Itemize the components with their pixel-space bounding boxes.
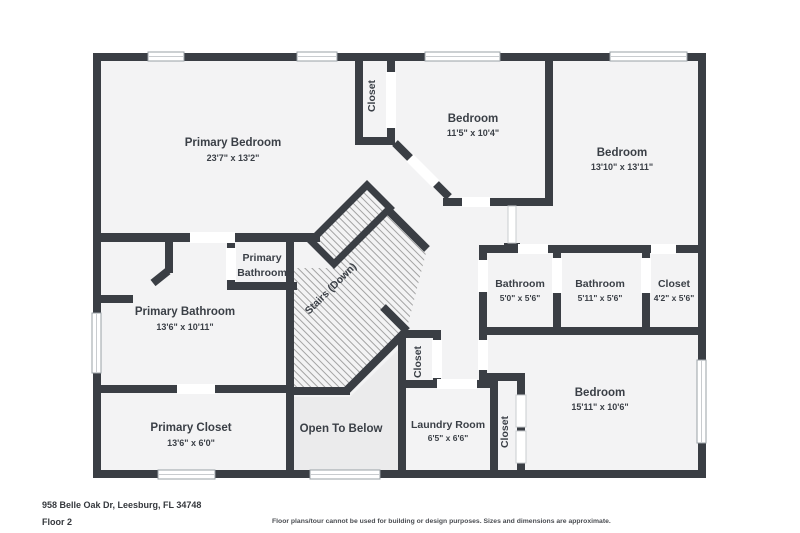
dims-bedroom-2: 11'5" x 10'4" [447, 128, 499, 138]
dims-bathroom-1: 5'0" x 5'6" [500, 293, 540, 303]
door-openings [177, 72, 676, 464]
label-bathroom-2: Bathroom [575, 278, 625, 290]
dims-bedroom-4: 15'11" x 10'6" [571, 402, 628, 412]
disclaimer-text: Floor plans/tour cannot be used for buil… [272, 518, 611, 525]
stairs-area [293, 180, 427, 393]
dims-bathroom-2: 5'11" x 5'6" [578, 293, 623, 303]
label-primary-bedroom: Primary Bedroom [185, 137, 282, 149]
window-mullions [96, 56, 702, 475]
label-primary-wc-2: Bathroom [237, 267, 287, 279]
label-closet-top: Closet [366, 79, 378, 112]
label-closet-laundry: Closet [412, 345, 424, 378]
label-bedroom-4: Bedroom [575, 387, 625, 399]
dims-primary-bathroom: 13'6" x 10'11" [156, 322, 213, 332]
dims-laundry: 6'5" x 6'6" [428, 433, 468, 443]
label-laundry: Laundry Room [411, 419, 485, 431]
dims-bedroom-3: 13'10" x 13'11" [591, 162, 653, 172]
label-open-to-below: Open To Below [300, 423, 383, 435]
label-bedroom-2: Bedroom [448, 113, 498, 125]
address-text: 958 Belle Oak Dr, Leesburg, FL 34748 [42, 500, 202, 510]
label-closet-bedroom: Closet [499, 415, 511, 448]
label-primary-closet: Primary Closet [150, 422, 231, 434]
dims-closet-hall: 4'2" x 5'6" [654, 293, 694, 303]
floor-label: Floor 2 [42, 517, 73, 527]
stairs-lower-flight [293, 212, 427, 393]
dims-primary-closet: 13'6" x 6'0" [167, 438, 215, 448]
label-bathroom-1: Bathroom [495, 278, 545, 290]
label-closet-hall: Closet [658, 278, 691, 290]
dims-primary-bedroom: 23'7" x 13'2" [207, 153, 260, 163]
label-bedroom-3: Bedroom [597, 147, 647, 159]
door-opening-diagonal [406, 154, 440, 188]
label-primary-bathroom: Primary Bathroom [135, 306, 235, 318]
label-primary-wc-1: Primary [242, 252, 281, 264]
stairs-upper-flight [306, 180, 395, 269]
